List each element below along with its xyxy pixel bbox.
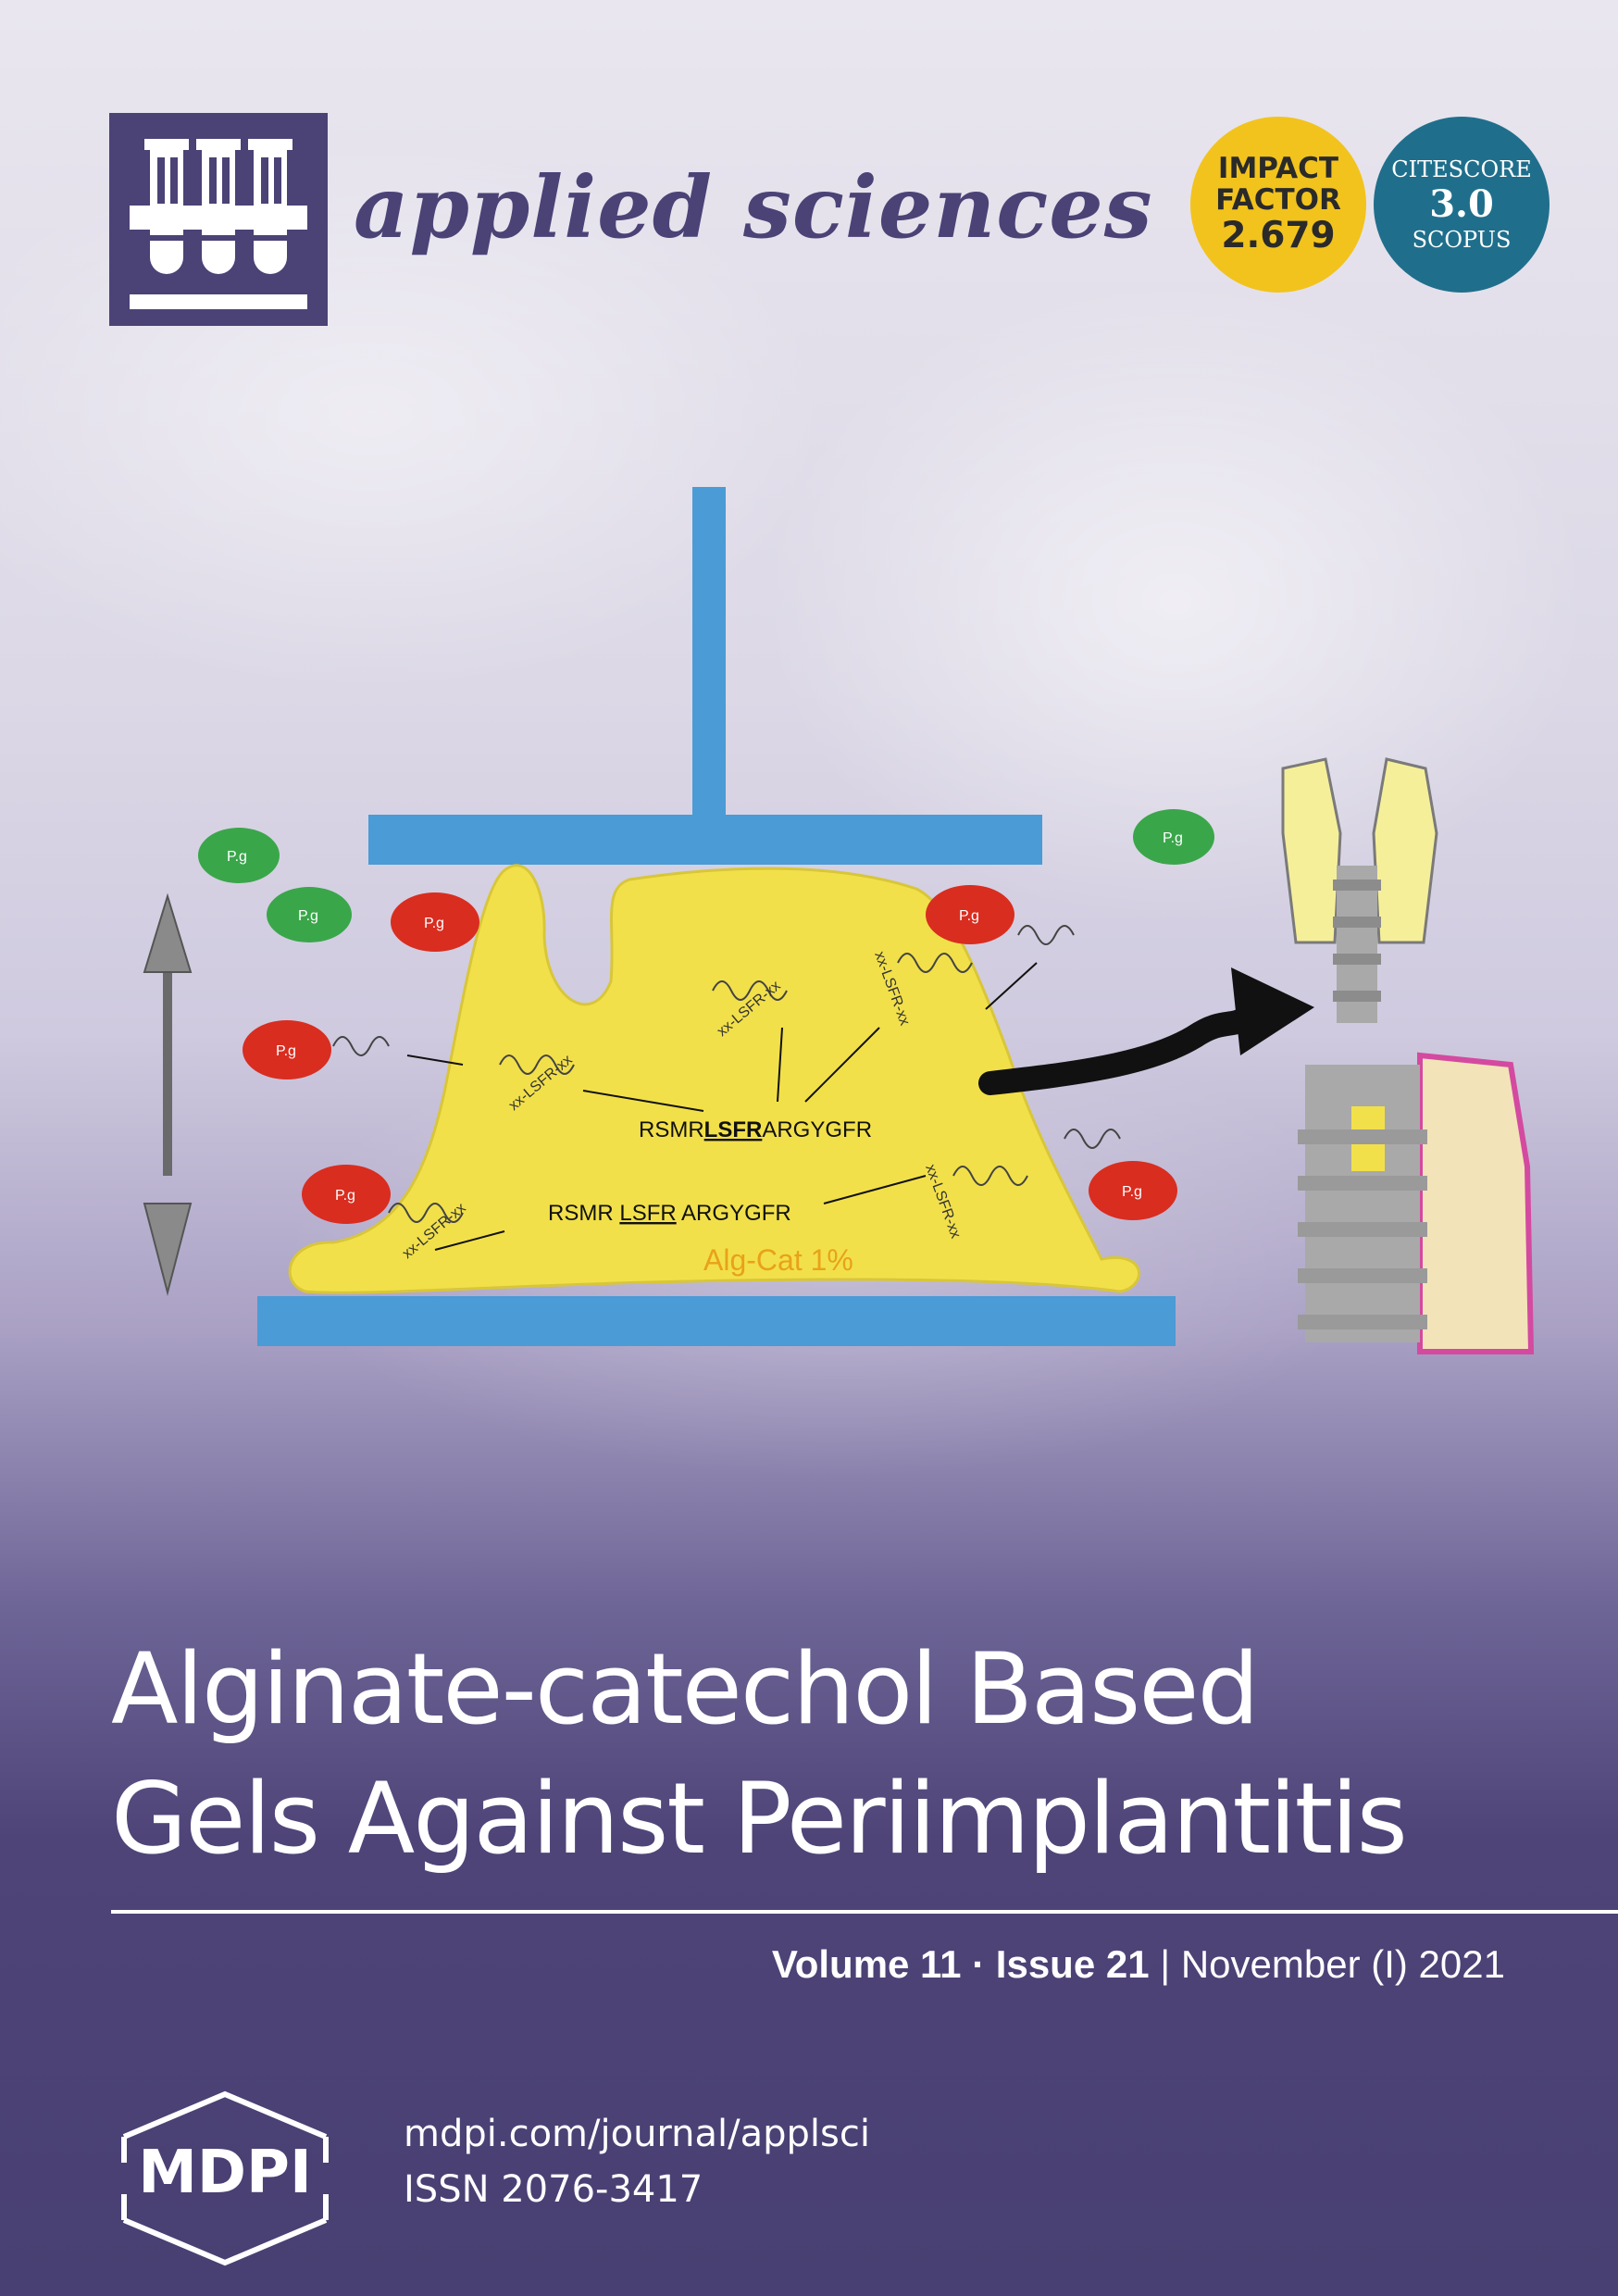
test-tubes-icon — [130, 139, 307, 309]
title-divider — [111, 1910, 1618, 1914]
issue-separator: · — [961, 1942, 996, 1986]
article-title: Alginate-catechol Based Gels Against Per… — [111, 1625, 1555, 1884]
press-bottom-plate — [257, 1296, 1176, 1346]
bacteria-green — [198, 809, 1214, 942]
bacteria-label: P.g — [298, 908, 318, 924]
issue-number: Issue 21 — [995, 1942, 1150, 1986]
peptide-bottom-part-3: ARGYGFR — [677, 1201, 791, 1226]
impact-factor-value: 2.679 — [1221, 215, 1336, 256]
bacteria-label: P.g — [276, 1043, 296, 1059]
bacteria-label: P.g — [227, 849, 247, 865]
article-title-line-1: Alginate-catechol Based — [111, 1632, 1260, 1746]
peptide-bottom-part-1: RSMR — [548, 1201, 619, 1226]
peptide-top: RSMRLSFRARGYGFR — [639, 1117, 872, 1142]
issn: ISSN 2076-3417 — [404, 2168, 703, 2211]
bacteria-label: P.g — [959, 908, 979, 924]
journal-url[interactable]: mdpi.com/journal/applsci — [404, 2113, 870, 2155]
gel-label: Alg-Cat 1% — [703, 1243, 853, 1277]
mdpi-logo: MDPI — [109, 2090, 341, 2266]
volume: Volume 11 — [771, 1942, 962, 1986]
issue-info: Volume 11 · Issue 21 | November (I) 2021 — [772, 1942, 1505, 1987]
impact-factor-label-2: FACTOR — [1215, 183, 1341, 217]
journal-name: applied sciences — [354, 157, 1153, 257]
bacteria-red — [243, 885, 1177, 1224]
article-title-line-2: Gels Against Periimplantitis — [111, 1762, 1408, 1876]
peptide-springs — [332, 925, 1121, 1223]
mdpi-logo-text: MDPI — [138, 2139, 312, 2207]
bacteria-label: P.g — [1122, 1184, 1142, 1200]
issue-date: | November (I) 2021 — [1149, 1942, 1505, 1986]
bacteria-label: P.g — [335, 1188, 355, 1204]
implant-illustration — [1281, 757, 1535, 1354]
release-arrows — [406, 962, 1038, 1251]
press-top-plate — [368, 815, 1042, 865]
citescore-value: 3.0 — [1429, 182, 1494, 226]
citescore-badge: CITESCORE 3.0 SCOPUS — [1374, 117, 1550, 293]
impact-factor-label-1: IMPACT — [1217, 152, 1339, 185]
peptide-bottom: RSMR LSFR ARGYGFR — [548, 1201, 791, 1226]
bacteria-label: P.g — [1163, 830, 1183, 846]
curved-arrow-icon — [978, 967, 1314, 1095]
impact-factor-badge: IMPACT FACTOR 2.679 — [1190, 117, 1366, 293]
citescore-source: SCOPUS — [1412, 227, 1512, 253]
press-stem — [692, 487, 726, 820]
cover-illustration: P.g P.g P.g P.g P.g P.g P.g P.g — [143, 487, 1535, 1354]
bacteria-label: P.g — [424, 916, 444, 931]
peptide-bottom-part-2: LSFR — [619, 1201, 676, 1226]
peptide-top-part-3: ARGYGFR — [762, 1117, 872, 1142]
peptide-top-part-2: LSFR — [704, 1117, 763, 1142]
citescore-label: CITESCORE — [1391, 156, 1532, 182]
journal-logo — [109, 113, 328, 326]
hexagon-icon — [121, 2090, 329, 2266]
peptide-top-part-1: RSMR — [639, 1117, 704, 1142]
double-arrow-icon — [143, 892, 193, 1296]
